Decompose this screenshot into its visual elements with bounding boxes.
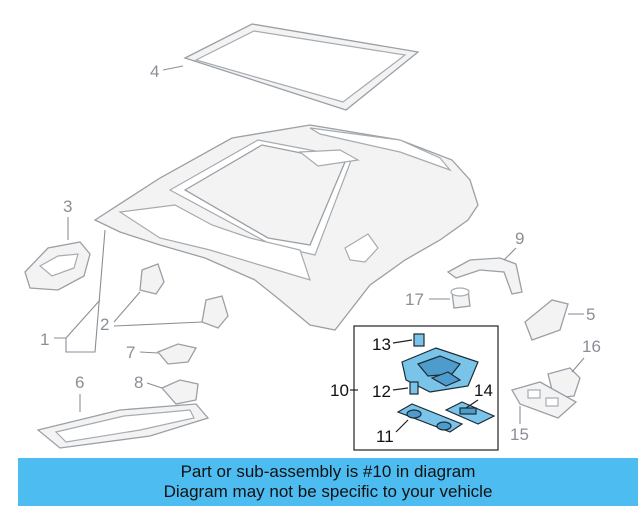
part-3-overhead-console — [24, 241, 91, 291]
part-15-bezel — [511, 381, 578, 419]
callout-11: 11 — [376, 427, 394, 446]
part-9-grab-handle — [446, 257, 523, 295]
leader-13 — [392, 339, 413, 344]
parts-diagram: 4 1 3 2 7 8 6 — [24, 23, 601, 451]
part-6-sunvisor — [36, 403, 210, 449]
callout-5: 5 — [586, 305, 595, 324]
leader-16 — [571, 357, 585, 373]
callout-9: 9 — [515, 229, 524, 248]
callout-6: 6 — [75, 373, 84, 392]
callout-10: 10 — [330, 381, 349, 400]
leader-14 — [465, 399, 479, 409]
info-banner: Part or sub-assembly is #10 in diagram D… — [18, 458, 638, 506]
callout-13: 13 — [372, 335, 391, 354]
leader-11 — [395, 419, 409, 433]
banner-line-1: Part or sub-assembly is #10 in diagram — [180, 462, 476, 481]
part-14-lens — [444, 401, 496, 425]
leader-4 — [162, 65, 184, 71]
leader-8 — [146, 382, 163, 389]
leader-7 — [139, 351, 159, 354]
part-13-bulb — [413, 333, 425, 347]
callout-4: 4 — [150, 62, 159, 81]
callout-12: 12 — [372, 382, 391, 401]
part-4-sunroof-seal — [183, 23, 420, 111]
leader-9 — [503, 247, 517, 261]
part-2-bracket-upper — [139, 263, 165, 295]
part-1-headliner — [93, 124, 479, 331]
part-2-bracket-lower — [201, 295, 229, 329]
leader-12 — [392, 387, 409, 391]
part-7-clip — [156, 343, 198, 365]
part-11-lens — [396, 403, 464, 433]
callout-8: 8 — [134, 373, 143, 392]
callout-2: 2 — [100, 315, 109, 334]
part-5-mount-bracket — [524, 299, 569, 341]
callout-3: 3 — [63, 197, 72, 216]
part-12-bulb — [409, 381, 419, 395]
part-8-lamp-lens — [160, 379, 199, 405]
part-17-plug — [450, 287, 471, 309]
callout-14: 14 — [474, 381, 493, 400]
part-10-lamp-assembly — [401, 347, 479, 393]
callout-7: 7 — [126, 343, 135, 362]
callout-15: 15 — [510, 425, 529, 444]
callout-1: 1 — [40, 330, 49, 349]
leader-1 — [54, 229, 106, 353]
leader-2 — [113, 291, 203, 327]
callout-17: 17 — [405, 290, 424, 309]
banner-line-2: Diagram may not be specific to your vehi… — [163, 482, 493, 501]
callout-16: 16 — [582, 337, 601, 356]
